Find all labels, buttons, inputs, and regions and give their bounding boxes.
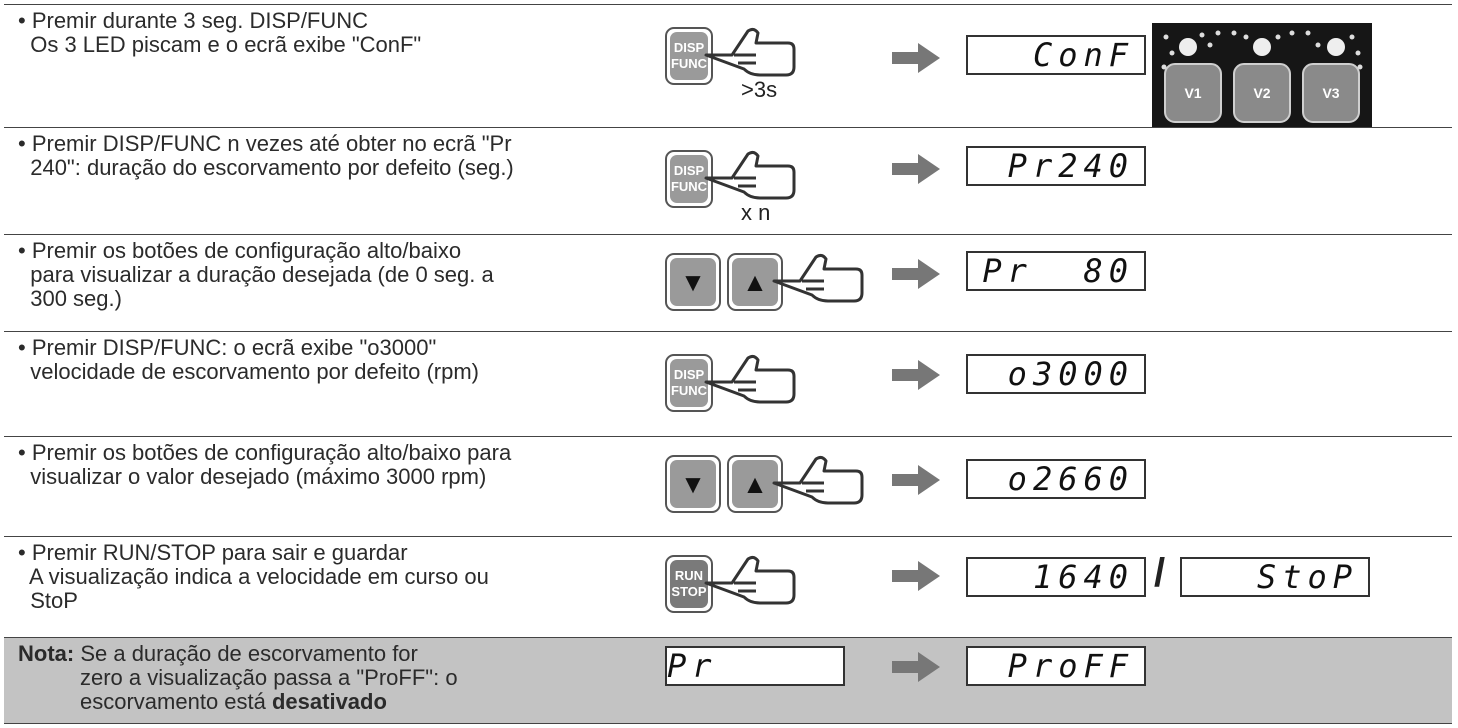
step-row-4: • Premir DISP/FUNC: o ecrã exibe "o3000"… — [4, 331, 1452, 436]
step-text-4: • Premir DISP/FUNC: o ecrã exibe "o3000"… — [18, 336, 479, 384]
up-arrow-icon: ▲ — [742, 267, 768, 297]
step-text-1: • Premir durante 3 seg. DISP/FUNC Os 3 L… — [18, 9, 421, 57]
down-button[interactable]: ▼ — [665, 253, 721, 311]
pointing-hand-icon — [772, 455, 864, 505]
pointing-hand-icon — [704, 150, 796, 200]
step-text-line: para visualizar a duração desejada (de 0… — [18, 262, 494, 287]
step-text-2: • Premir DISP/FUNC n vezes até obter no … — [18, 132, 514, 180]
pointing-hand-icon — [704, 27, 796, 77]
button-label: DISP — [673, 163, 705, 178]
step-text-line: StoP — [18, 588, 78, 613]
down-arrow-icon: ▼ — [680, 267, 706, 297]
lcd-display: ConF — [966, 35, 1146, 75]
button-label: DISP — [673, 367, 705, 382]
note-line: zero a visualização passa a "ProFF": o — [80, 665, 458, 690]
up-arrow-icon: ▲ — [742, 469, 768, 499]
lcd-display-stop: StoP — [1180, 557, 1370, 597]
note-line: escorvamento está — [80, 689, 272, 714]
up-button[interactable]: ▲ — [727, 455, 783, 513]
note-line: Se a duração de escorvamento for — [74, 641, 418, 666]
step-text-line: Os 3 LED piscam e o ecrã exibe "ConF" — [18, 32, 422, 57]
right-arrow-icon — [892, 154, 940, 184]
right-arrow-icon — [892, 259, 940, 289]
step-row-6: • Premir RUN/STOP para sair e guardar A … — [4, 536, 1452, 637]
led-lights-icon — [1161, 30, 1363, 70]
step-text-6: • Premir RUN/STOP para sair e guardar A … — [18, 541, 489, 613]
note-row: Nota: Se a duração de escorvamento for z… — [4, 637, 1452, 724]
step-row-3: • Premir os botões de configuração alto/… — [4, 234, 1452, 331]
led-panel: V1 V2 V3 — [1152, 23, 1372, 127]
right-arrow-icon — [892, 43, 940, 73]
step-text-line: • Premir DISP/FUNC: o ecrã exibe "o3000" — [18, 335, 437, 360]
pointing-hand-icon — [772, 253, 864, 303]
step-row-5: • Premir os botões de configuração alto/… — [4, 436, 1452, 536]
separator-slash: / — [1154, 551, 1166, 595]
lcd-display: Pr 80 — [966, 251, 1146, 291]
note-emphasis: desativado — [271, 689, 387, 714]
right-arrow-icon — [892, 465, 940, 495]
press-count-label: x n — [741, 200, 771, 225]
step-text-line: A visualização indica a velocidade em cu… — [18, 564, 489, 589]
step-row-1: • Premir durante 3 seg. DISP/FUNC Os 3 L… — [4, 4, 1452, 127]
step-text-line: 300 seg.) — [18, 286, 122, 311]
button-label: STOP — [671, 584, 707, 599]
button-label: DISP — [673, 40, 705, 55]
step-text-3: • Premir os botões de configuração alto/… — [18, 239, 494, 311]
button-label: FUNC — [670, 56, 708, 71]
button-label: FUNC — [670, 179, 708, 194]
lcd-display-duration-zero: Pr 0 — [665, 646, 845, 686]
right-arrow-icon — [892, 561, 940, 591]
right-arrow-icon — [892, 652, 940, 682]
right-arrow-icon — [892, 360, 940, 390]
step-text-line: 240": duração do escorvamento por defeit… — [18, 155, 514, 180]
press-duration-label: >3s — [741, 77, 778, 102]
note-text: Nota: Se a duração de escorvamento for z… — [18, 642, 458, 714]
lcd-display-proff: ProFF — [966, 646, 1146, 686]
down-button[interactable]: ▼ — [665, 455, 721, 513]
pointing-hand-icon — [704, 555, 796, 605]
step-text-line: • Premir RUN/STOP para sair e guardar — [18, 540, 408, 565]
button-label: FUNC — [670, 383, 708, 398]
lcd-display-speed: 1640 — [966, 557, 1146, 597]
note-label: Nota: — [18, 641, 75, 666]
v2-button[interactable]: V2 — [1233, 63, 1291, 123]
step-text-line: • Premir os botões de configuração alto/… — [18, 440, 512, 465]
step-text-line: • Premir os botões de configuração alto/… — [18, 238, 462, 263]
v1-button[interactable]: V1 — [1164, 63, 1222, 123]
step-row-2: • Premir DISP/FUNC n vezes até obter no … — [4, 127, 1452, 234]
step-text-line: visualizar o valor desejado (máximo 3000… — [18, 464, 487, 489]
pointing-hand-icon — [704, 354, 796, 404]
step-text-5: • Premir os botões de configuração alto/… — [18, 441, 511, 489]
step-text-line: • Premir durante 3 seg. DISP/FUNC — [18, 8, 369, 33]
button-label: RUN — [674, 568, 704, 583]
step-text-line: velocidade de escorvamento por defeito (… — [18, 359, 480, 384]
lcd-display: o3000 — [966, 354, 1146, 394]
lcd-display: Pr240 — [966, 146, 1146, 186]
lcd-display: o2660 — [966, 459, 1146, 499]
step-text-line: • Premir DISP/FUNC n vezes até obter no … — [18, 131, 512, 156]
v3-button[interactable]: V3 — [1302, 63, 1360, 123]
down-arrow-icon: ▼ — [680, 469, 706, 499]
